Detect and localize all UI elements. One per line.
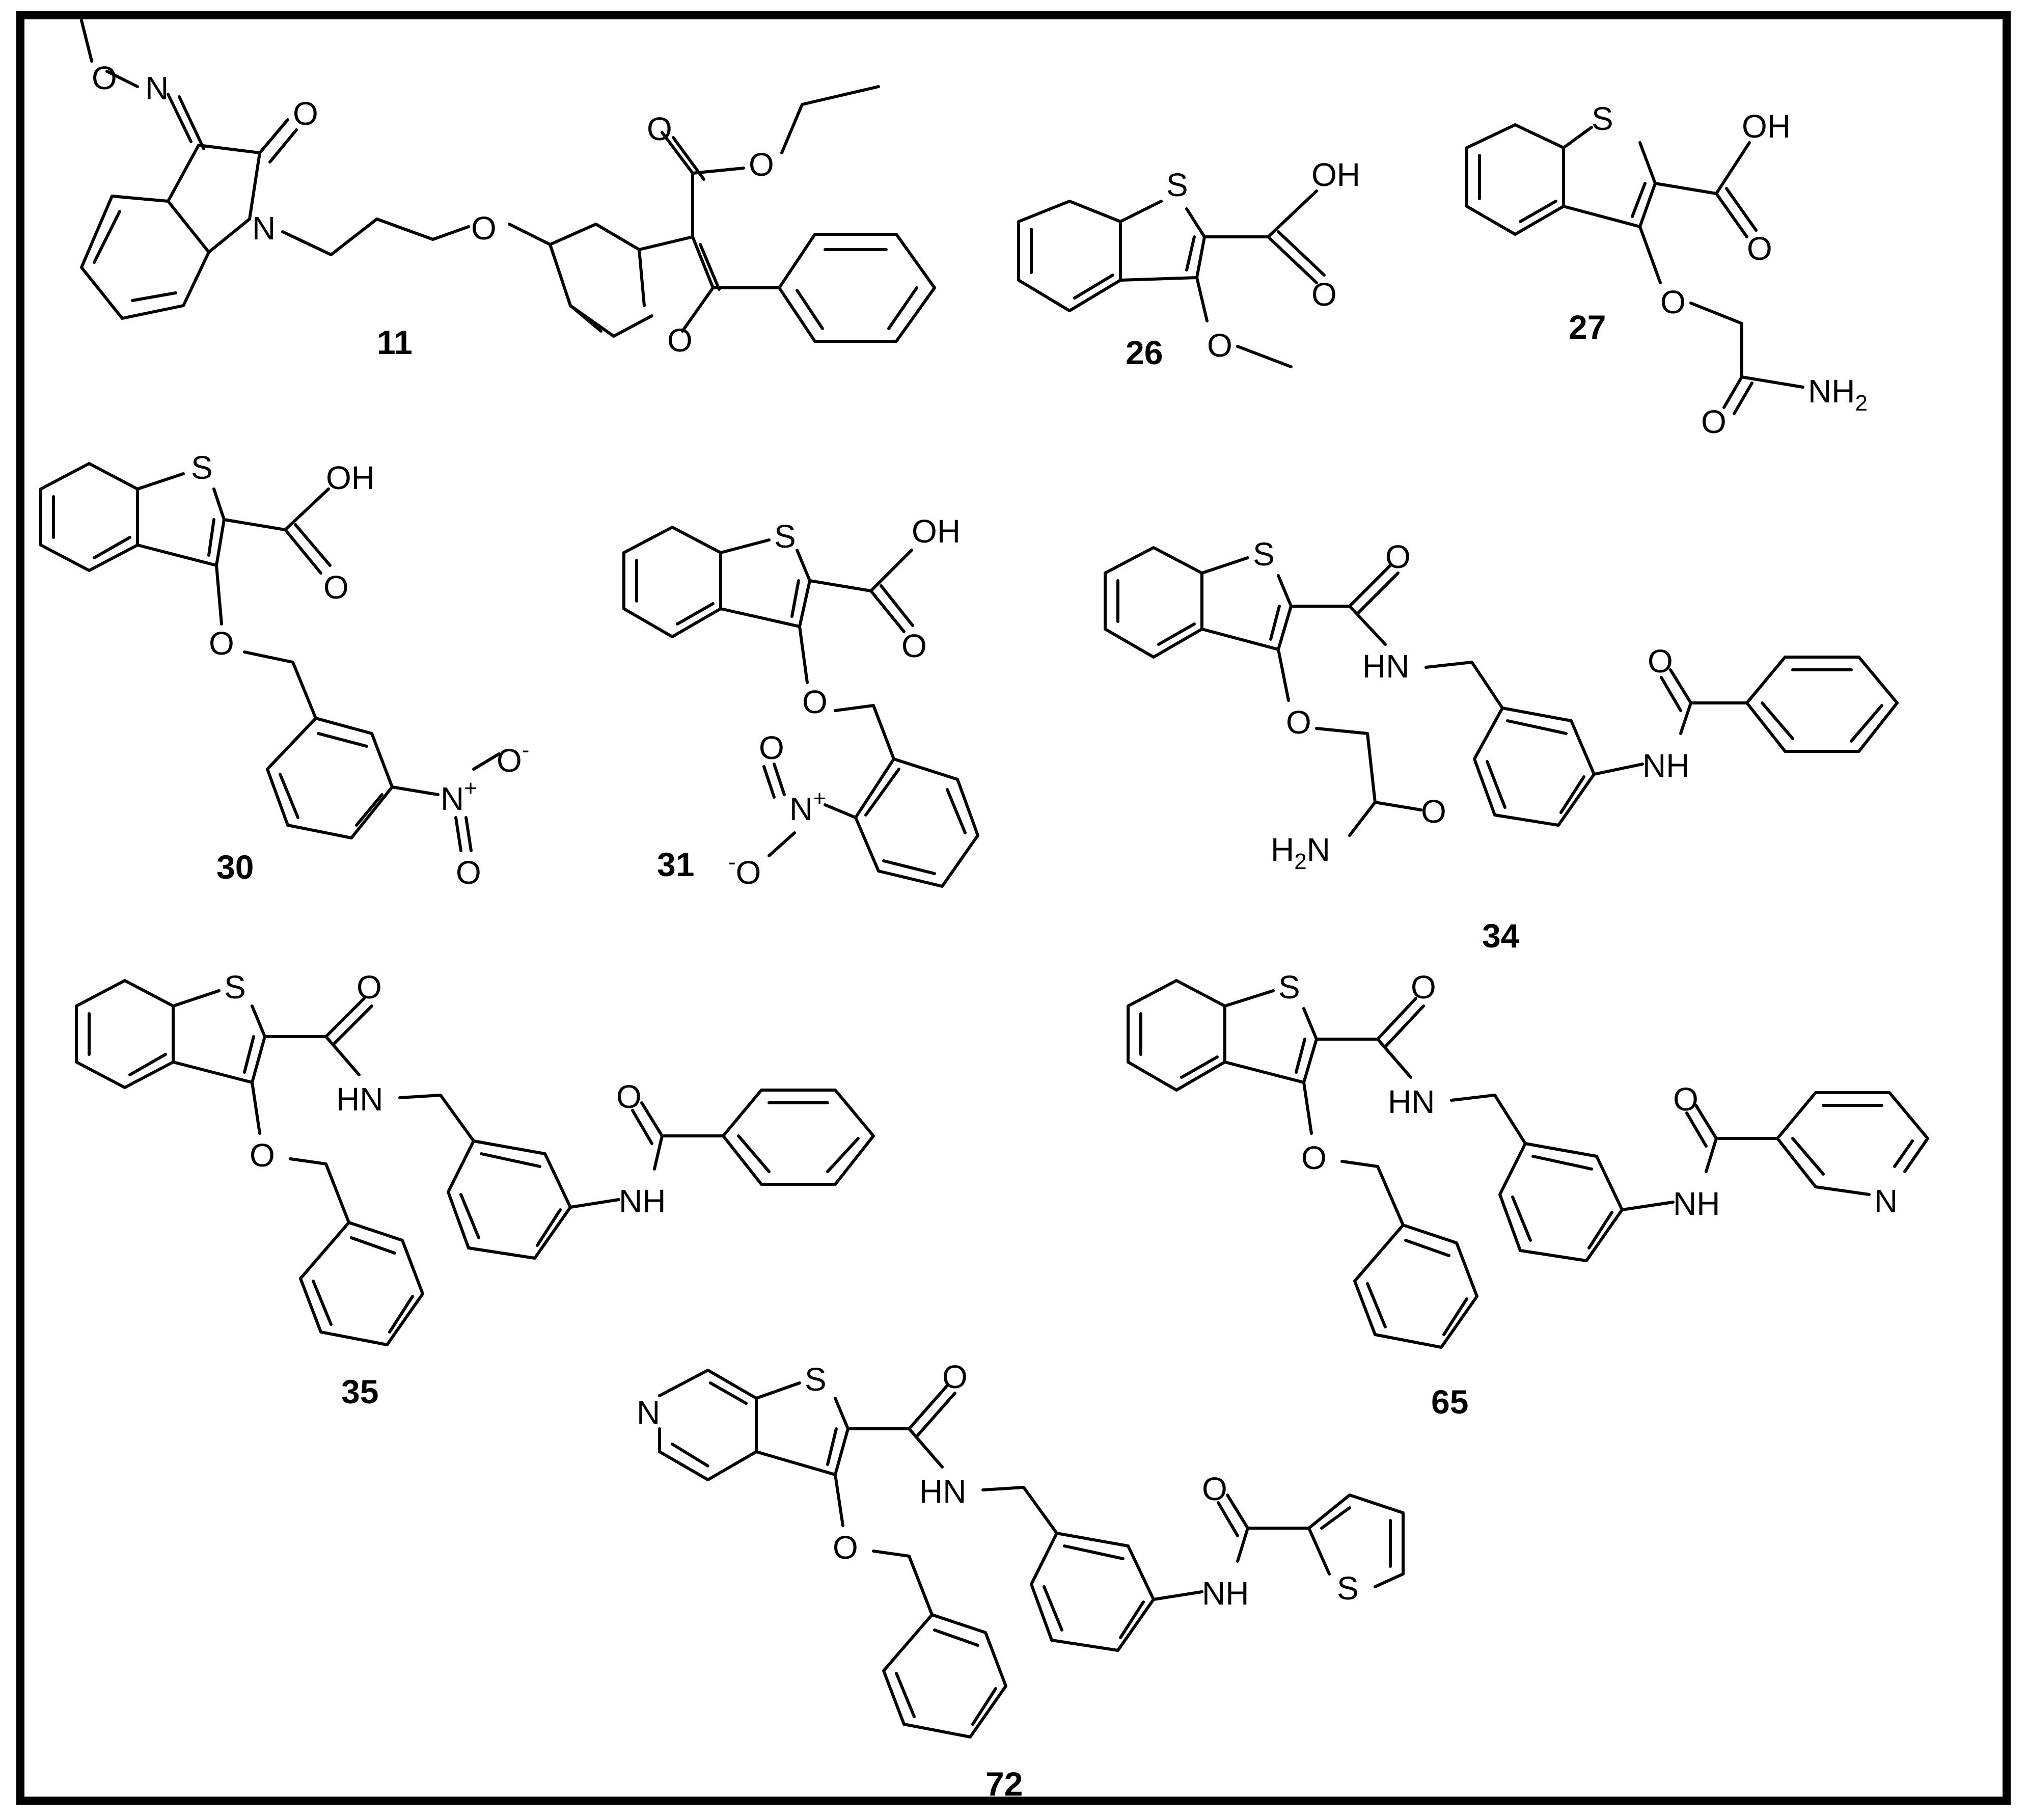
atom-n-nitro-31: N+ [789, 786, 826, 827]
atom-hn-35: HN [336, 1081, 383, 1118]
atom-s-26: S [1166, 167, 1188, 203]
atom-o-31: O [901, 628, 927, 664]
atom-nh-35: NH [619, 1183, 666, 1219]
atom-nh-34: NH [1642, 747, 1689, 784]
atom-o-methoxy-26: O [1207, 327, 1232, 364]
compound-72-structure [658, 1369, 1405, 1738]
atom-o-amide-27: O [1701, 403, 1726, 440]
atom-o-ether-35: O [250, 1137, 275, 1174]
compound-34-structure [1104, 546, 1899, 837]
figure-frame [16, 11, 2011, 1805]
compound-27-structure [1465, 123, 1804, 415]
atom-o-nitro-31: O [759, 729, 784, 766]
atom-o-ether-65: O [1301, 1139, 1327, 1176]
atom-s-72: S [805, 1361, 827, 1398]
compound-31-structure [622, 526, 979, 888]
atom-s-35: S [224, 969, 246, 1006]
compound-label-26: 26 [1126, 334, 1163, 371]
compound-label-11: 11 [377, 323, 413, 361]
compound-label-34: 34 [1482, 917, 1520, 955]
atom-oh-26: OH [1311, 156, 1360, 193]
atom-o-carbonyl-11: O [293, 95, 318, 132]
compound-35-structure [75, 979, 875, 1346]
atom-o-oxime: O [92, 60, 117, 96]
atom-nh2-27: NH2 [1808, 373, 1868, 416]
atom-o-30: O [323, 569, 349, 606]
atom-o-furan: O [667, 322, 693, 359]
atom-s-65: S [1278, 969, 1300, 1006]
atom-h2n-34: H2N [1271, 831, 1330, 874]
atom-s-thiophene-72: S [1337, 1570, 1359, 1607]
compound-label-72: 72 [985, 1765, 1023, 1803]
atom-hn-65: HN [1388, 1083, 1435, 1120]
compound-26-structure [1017, 189, 1326, 368]
atom-o-ester-carbonyl: O [647, 111, 672, 147]
atom-o-nicotinamide-65: O [1673, 1081, 1698, 1118]
atom-o-amide-65: O [1411, 969, 1436, 1006]
compound-30-structure [39, 462, 501, 852]
compound-label-65: 65 [1431, 1383, 1468, 1421]
atom-o-ether-72: O [833, 1529, 858, 1566]
atom-o-ether-27: O [1660, 284, 1686, 320]
atom-nh-65: NH [1673, 1185, 1720, 1222]
atom-o-amide-72: O [942, 1359, 968, 1395]
atom-o-amide-34: O [1385, 538, 1411, 575]
compound-label-35: 35 [341, 1373, 378, 1410]
atom-s-34: S [1253, 536, 1275, 573]
atom-nh-72: NH [1202, 1575, 1249, 1612]
atom-n-nitro-30: N+ [441, 776, 477, 817]
atom-n-isatin: N [252, 210, 276, 247]
atom-n-pyridine-65: N [1874, 1183, 1898, 1219]
atom-o-thiophene-amide-72: O [1202, 1471, 1227, 1507]
atom-s-31: S [774, 518, 796, 555]
atom-o-26: O [1311, 276, 1337, 313]
atom-hn-34: HN [1362, 648, 1409, 685]
atom-o-minus-30: O- [497, 738, 529, 779]
atom-o-27: O [1747, 230, 1772, 267]
atom-oh-27: OH [1742, 108, 1791, 145]
atom-hn-72: HN [919, 1473, 966, 1510]
atom-oh-30: OH [326, 459, 375, 496]
atom-o-ether-34: O [1286, 704, 1311, 741]
compound-label-30: 30 [216, 848, 254, 886]
atom-o-ether-30: O [209, 625, 234, 662]
atom-o-nitro-30: O [456, 854, 481, 891]
atom-oh-31: OH [912, 513, 961, 550]
compound-65-structure [1127, 979, 1929, 1349]
atom-o-ether-31: O [802, 684, 828, 720]
compound-label-31: 31 [657, 846, 694, 883]
atom-n-oxime: N [145, 70, 169, 106]
atom-n-pyridine-72: N [637, 1394, 660, 1431]
atom-o-ether-11: O [471, 210, 497, 247]
atom-o-amide-35: O [357, 969, 382, 1006]
atom-s-27: S [1592, 100, 1613, 137]
atom-o-primary-amide-34: O [1421, 793, 1446, 830]
atom-o-benzamide-34: O [1648, 643, 1673, 680]
atom-s-30: S [191, 449, 213, 486]
atom-o-benzamide-35: O [616, 1078, 642, 1115]
compound-label-27: 27 [1569, 308, 1606, 346]
atom-o-ester: O [749, 146, 774, 183]
compound-11-structure [80, 19, 936, 343]
atom-o-minus-31: -O [728, 850, 761, 891]
